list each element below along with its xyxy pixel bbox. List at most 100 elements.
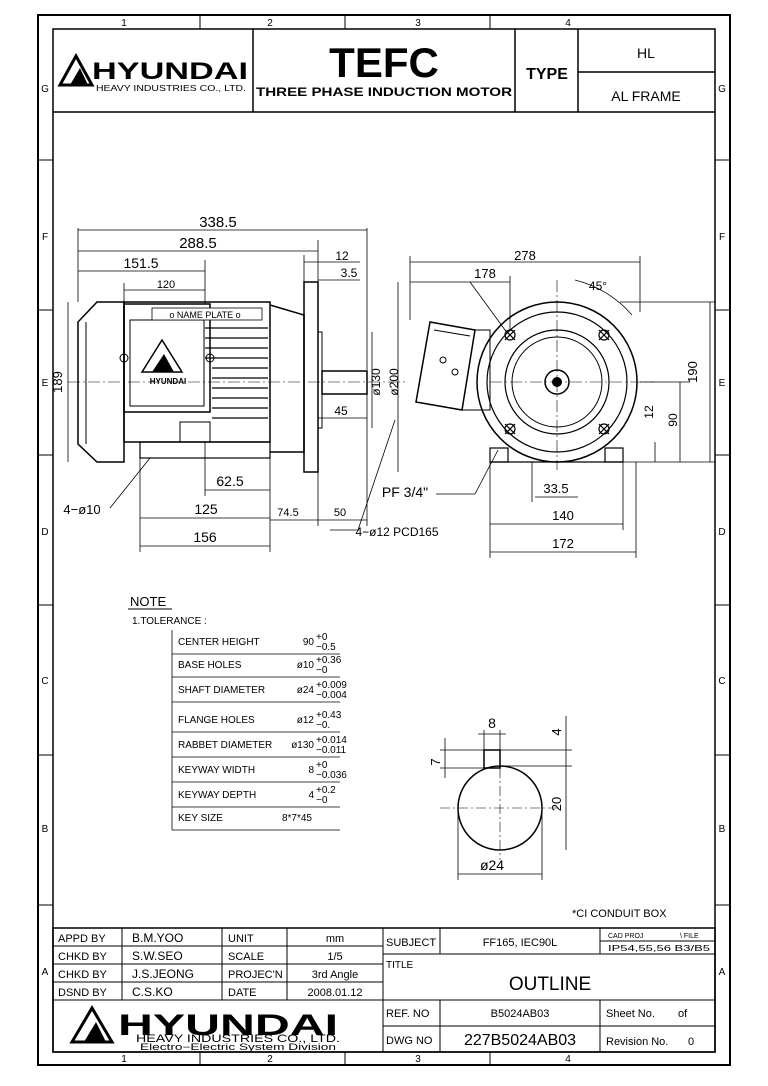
dim-50: 50 <box>334 507 346 519</box>
tolerance-lower: −0.011 <box>316 745 347 756</box>
dim-3-5: 3.5 <box>341 266 358 280</box>
header-type-value: HL <box>637 45 655 61</box>
dim-278: 278 <box>514 248 536 263</box>
row-a-right: A <box>719 967 726 978</box>
dim-172: 172 <box>552 536 574 551</box>
dim-200: ø200 <box>387 368 401 396</box>
tolerance-nominal: ø24 <box>297 685 315 696</box>
title-block-logo-sub: HEAVY INDUSTRIES CO., LTD. <box>136 1033 340 1045</box>
dwg-value: 227B5024AB03 <box>464 1032 576 1049</box>
dim-74-5: 74.5 <box>277 507 298 519</box>
dwg-label: DWG NO <box>386 1035 433 1047</box>
tolerance-upper: +0.2 <box>316 785 336 796</box>
dim-45-deg: 45° <box>589 279 607 293</box>
row-c-left: C <box>41 676 48 687</box>
note-title: NOTE <box>130 594 166 609</box>
header-block: HYUNDAI HEAVY INDUSTRIES CO., LTD. TEFC … <box>53 29 715 113</box>
title-block-logo-sub2: Electro−Electric System Division <box>140 1042 336 1052</box>
dim-24: ø24 <box>480 857 504 873</box>
tb-key: DATE <box>228 987 257 999</box>
header-type-label: TYPE <box>526 66 568 83</box>
conduit-box-label: HYUNDAI <box>150 377 186 386</box>
ip-value: IP54,55,56 B3/B5 <box>608 944 711 953</box>
tolerance-upper: +0.36 <box>316 655 342 666</box>
col-1-bottom: 1 <box>121 1054 127 1065</box>
tb-key: UNIT <box>228 933 254 945</box>
tb-role: CHKD BY <box>58 969 108 981</box>
dim-130: ø130 <box>369 368 383 396</box>
inner-frame <box>52 28 716 1053</box>
dim-151-5: 151.5 <box>123 255 158 271</box>
tb-value: mm <box>326 933 344 945</box>
header-subtitle: THREE PHASE INDUCTION MOTOR <box>256 85 512 99</box>
dim-338-5: 338.5 <box>199 214 237 231</box>
dim-62-5: 62.5 <box>216 473 243 489</box>
tb-name: S.W.SEO <box>132 949 183 963</box>
tolerance-label: SHAFT DIAMETER <box>178 685 265 696</box>
tolerance-upper: +0.009 <box>316 680 347 691</box>
tb-role: APPD BY <box>58 933 106 945</box>
tolerance-nominal: 90 <box>303 637 315 648</box>
tolerance-lower: −0.5 <box>316 642 336 653</box>
dim-140: 140 <box>552 508 574 523</box>
dim-20: 20 <box>549 797 564 811</box>
tolerance-label: CENTER HEIGHT <box>178 637 260 648</box>
file-label: \ FILE <box>680 933 699 940</box>
dim-189: 189 <box>50 371 65 393</box>
col-3-bottom: 3 <box>415 1054 421 1065</box>
tolerance-label: KEYWAY WIDTH <box>178 765 255 776</box>
header-logo-text: HYUNDAI <box>92 58 248 85</box>
tolerance-lower: −0.004 <box>316 690 347 701</box>
row-a-left: A <box>42 967 49 978</box>
dim-120: 120 <box>157 279 175 291</box>
tolerance-upper: +0.014 <box>316 735 347 746</box>
nameplate-label: o NAME PLATE o <box>169 310 240 320</box>
dim-4: 4 <box>549 728 564 735</box>
note-subtitle: 1.TOLERANCE : <box>132 616 207 627</box>
dim-125: 125 <box>194 501 218 517</box>
conduit-box <box>123 303 211 413</box>
row-g-right: G <box>718 84 726 95</box>
row-d-left: D <box>41 527 48 538</box>
dim-90: 90 <box>666 413 680 427</box>
row-c-right: C <box>718 676 725 687</box>
row-g-left: G <box>41 84 49 95</box>
outer-frame <box>37 14 731 1066</box>
tolerance-nominal: ø130 <box>291 740 314 751</box>
row-f-right: F <box>719 232 725 243</box>
revision-value: 0 <box>688 1036 694 1048</box>
dim-45: 45 <box>334 404 348 418</box>
title-label: TITLE <box>386 960 414 971</box>
hyundai-logo-mark <box>70 68 88 85</box>
dim-190: 190 <box>685 361 700 383</box>
tolerance-nominal: 8*7*45 <box>282 813 312 824</box>
row-d-right: D <box>718 527 725 538</box>
row-f-left: F <box>42 232 48 243</box>
row-e-right: E <box>719 378 726 389</box>
tolerance-lower: −0 <box>316 665 328 676</box>
tolerance-upper: +0 <box>316 760 328 771</box>
tb-key: SCALE <box>228 951 264 963</box>
dim-12: 12 <box>335 249 349 263</box>
col-2-bottom: 2 <box>267 1054 273 1065</box>
tolerance-label: FLANGE HOLES <box>178 715 255 726</box>
tolerance-lower: −0 <box>316 795 328 806</box>
base-holes-callout: 4−ø10 <box>63 502 100 517</box>
header-logo-sub: HEAVY INDUSTRIES CO., LTD. <box>96 84 246 93</box>
dim-12-front: 12 <box>642 405 656 419</box>
col-1-top: 1 <box>121 18 127 29</box>
header-main-title: TEFC <box>329 39 439 86</box>
shaft <box>321 370 368 395</box>
tb-name: B.M.YOO <box>132 931 183 945</box>
dim-156: 156 <box>193 529 217 545</box>
row-b-left: B <box>42 824 49 835</box>
flange <box>303 281 319 473</box>
title-value: OUTLINE <box>509 974 591 995</box>
tb-value: 1/5 <box>327 951 342 963</box>
tolerance-lower: −0.036 <box>316 770 347 781</box>
zone-ticks <box>38 15 730 1065</box>
tolerance-nominal: 4 <box>308 790 314 801</box>
dim-8: 8 <box>488 715 496 731</box>
